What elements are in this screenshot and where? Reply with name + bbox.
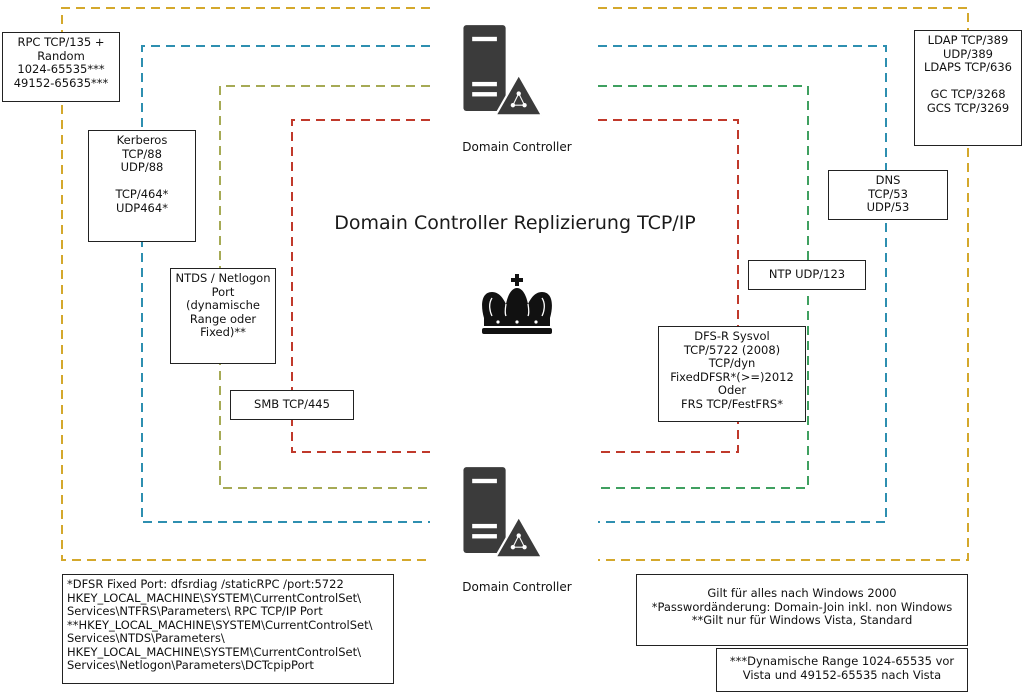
smb-box: SMB TCP/445 <box>230 390 354 420</box>
box-line: HKEY_LOCAL_MACHINE\SYSTEM\CurrentControl… <box>67 590 361 605</box>
box-line: FRS TCP/FestFRS* <box>681 396 783 411</box>
box-line <box>919 75 1017 89</box>
box-line: Services\NTDS\Parameters\ <box>67 631 225 645</box>
ldap-connection-line <box>141 45 887 523</box>
ntp-box: NTP UDP/123 <box>748 260 866 290</box>
box-line: **Gilt nur für Windows Vista, Standard <box>691 613 913 627</box>
box-line: TCP/88 <box>122 146 162 161</box>
box-line: Fixed)** <box>200 325 246 339</box>
box-line: LDAPS TCP/636 <box>924 60 1012 74</box>
footnote-general-box: Gilt für alles nach Windows 2000*Passwor… <box>636 574 968 646</box>
box-line: Gilt für alles nach Windows 2000 <box>707 586 897 600</box>
box-line: LDAP TCP/389 <box>927 33 1009 47</box>
box-line: Random <box>37 48 85 63</box>
server-icon <box>463 25 542 117</box>
box-line: Vista und 49152-65535 nach Vista <box>742 667 942 682</box>
box-line: GCS TCP/3269 <box>926 100 1010 115</box>
box-line: UDP464* <box>116 200 168 215</box>
box-line: (dynamische <box>185 298 260 312</box>
crown-icon <box>482 274 552 334</box>
server-label-bottom: Domain Controller <box>462 580 572 594</box>
box-line: TCP/5722 (2008) <box>683 342 781 357</box>
footnote-registry-box: *DFSR Fixed Port: dfsrdiag /staticRPC /p… <box>62 574 394 684</box>
box-line: SMB TCP/445 <box>254 397 330 411</box>
box-line: Kerberos <box>116 133 168 147</box>
box-line: Services\NTFRS\Parameters\ RPC TCP/IP Po… <box>67 604 323 618</box>
box-line: 49152-65635*** <box>13 75 109 90</box>
box-line <box>93 175 191 189</box>
box-line: DFS-R Sysvol <box>694 329 770 343</box>
box-line: UDP/53 <box>866 200 910 214</box>
box-line: Oder <box>717 383 747 397</box>
smb-connection-line <box>291 119 739 453</box>
box-line: TCP/dyn <box>708 356 756 370</box>
box-line: *Passwordänderung: Domain-Join inkl. non… <box>651 599 953 614</box>
box-line: GC TCP/3268 <box>930 87 1006 101</box>
box-line: UDP/88 <box>120 160 164 174</box>
box-line: NTDS / Netlogon <box>175 271 271 285</box>
box-line: Range oder <box>189 311 257 326</box>
box-line: UDP/389 <box>942 46 994 61</box>
server-icon <box>463 467 542 559</box>
diagram-title: Domain Controller Replizierung TCP/IP <box>334 212 696 234</box>
box-line: **HKEY_LOCAL_MACHINE\SYSTEM\CurrentContr… <box>67 617 373 632</box>
box-line: DNS <box>875 173 901 187</box>
box-line: NTP UDP/123 <box>768 267 846 281</box>
box-line: ***Dynamische Range 1024-65535 vor <box>729 654 955 668</box>
rpc-connection-line <box>61 7 969 561</box>
box-line: TCP/464* <box>115 187 169 201</box>
box-line: Services\Netlogon\Parameters\DCTcpipPort <box>67 658 314 672</box>
box-line: HKEY_LOCAL_MACHINE\SYSTEM\CurrentControl… <box>67 644 361 659</box>
box-line: RPC TCP/135 + <box>17 35 105 49</box>
server-label-top: Domain Controller <box>462 140 572 154</box>
box-line: 1024-65535*** <box>17 62 105 76</box>
box-line: Port <box>211 284 235 299</box>
box-line: *DFSR Fixed Port: dfsrdiag /staticRPC /p… <box>67 577 344 591</box>
box-line: FixedDFSR*(>=)2012 <box>670 369 794 384</box>
box-line: TCP/53 <box>868 186 908 201</box>
